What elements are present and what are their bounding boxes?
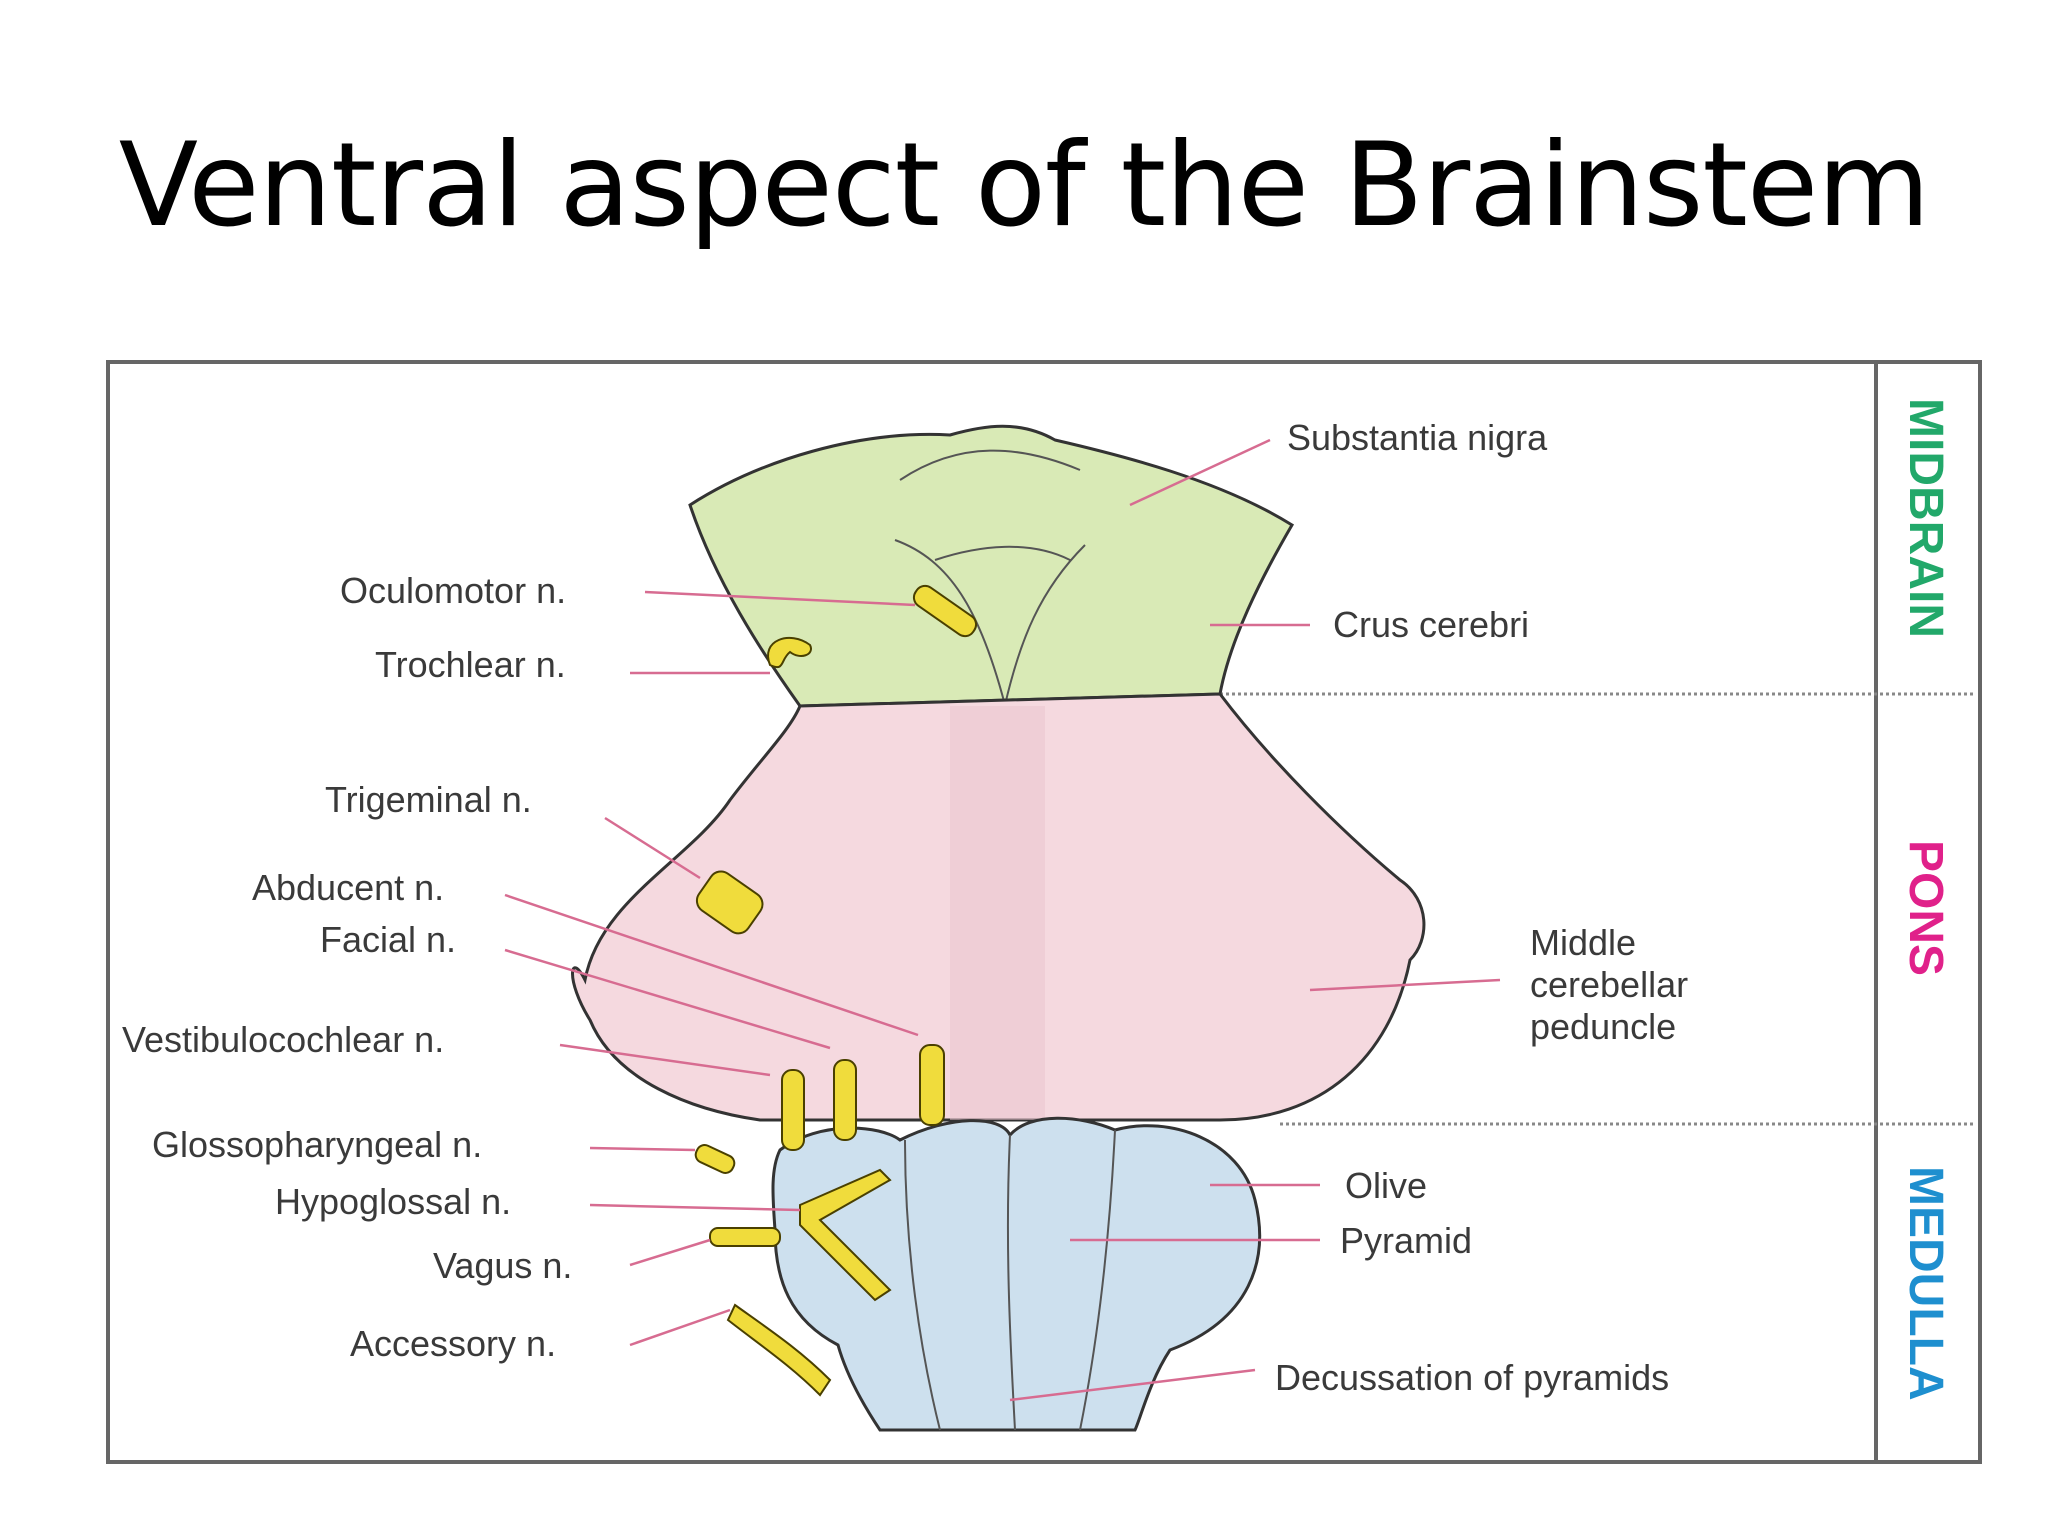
olive-label: Olive xyxy=(1345,1165,1427,1206)
midbrain-top-fold xyxy=(899,449,1081,481)
glossopharyngeal-nerve xyxy=(694,1144,736,1174)
trochlear-label: Trochlear n. xyxy=(375,644,566,685)
slide-title: Ventral aspect of the Brainstem xyxy=(118,118,1931,253)
hypoglossal-label: Hypoglossal n. xyxy=(275,1181,511,1222)
trochlear-nerve xyxy=(767,636,812,669)
trigeminal-label: Trigeminal n. xyxy=(325,779,532,820)
middle-cerebellar-label-line2: cerebellar xyxy=(1530,964,1688,1005)
trigeminal-leader xyxy=(604,816,701,880)
hypoglossal-nerve xyxy=(799,1168,892,1302)
glossopharyngeal-leader xyxy=(589,1146,696,1152)
medulla-region-label: MEDULLA xyxy=(1899,1166,1952,1401)
facial-label: Facial n. xyxy=(320,919,456,960)
pons-region-label: PONS xyxy=(1899,840,1952,976)
abducent-leader xyxy=(504,893,919,1037)
vestibulocochlear-label: Vestibulocochlear n. xyxy=(122,1019,444,1060)
accessory-label: Accessory n. xyxy=(350,1323,556,1364)
oculomotor-label: Oculomotor n. xyxy=(340,570,566,611)
vestibulocochlear-leader xyxy=(559,1043,771,1077)
oculomotor-nerve xyxy=(912,584,978,638)
vagus-leader xyxy=(629,1238,711,1267)
abducent-nerve xyxy=(919,1044,945,1126)
substantia-nigra-leader xyxy=(1129,438,1271,507)
middle-cerebellar-leader xyxy=(1309,978,1501,992)
decussation-label: Decussation of pyramids xyxy=(1275,1357,1669,1398)
glossopharyngeal-label: Glossopharyngeal n. xyxy=(152,1124,482,1165)
accessory-nerve xyxy=(726,1303,832,1397)
vestibulocochlear-nerve xyxy=(781,1069,805,1151)
hypoglossal-leader xyxy=(589,1203,801,1212)
oculomotor-leader xyxy=(644,590,916,607)
pyramid-label: Pyramid xyxy=(1340,1220,1472,1261)
middle-cerebellar-label-line3: peduncle xyxy=(1530,1006,1676,1047)
midbrain-region-label: MIDBRAIN xyxy=(1899,398,1952,638)
accessory-leader xyxy=(629,1308,731,1347)
midbrain-shape xyxy=(688,424,1295,708)
substantia-nigra-label: Substantia nigra xyxy=(1287,417,1548,458)
facial-nerve xyxy=(833,1059,857,1141)
middle-cerebellar-label-line1: Middle xyxy=(1530,922,1636,963)
facial-leader xyxy=(504,948,831,1050)
decussation-leader xyxy=(1009,1368,1256,1402)
vagus-label: Vagus n. xyxy=(433,1245,572,1286)
vagus-nerve xyxy=(709,1227,781,1247)
crus-cerebri-label: Crus cerebri xyxy=(1333,604,1529,645)
medulla-shape xyxy=(771,1116,1262,1432)
basilar-groove xyxy=(950,706,1045,1120)
interpeduncular-fossa xyxy=(894,539,1086,706)
trigeminal-nerve xyxy=(695,870,764,935)
abducent-label: Abducent n. xyxy=(252,867,444,908)
